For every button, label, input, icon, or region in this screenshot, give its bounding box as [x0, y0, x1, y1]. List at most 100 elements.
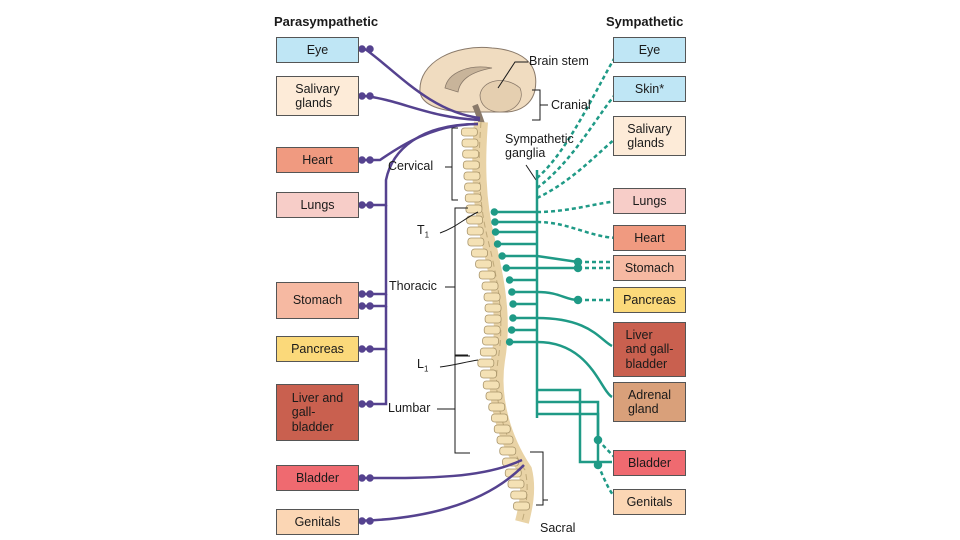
symp-postganglionic-fiber: [536, 134, 621, 200]
symp-fiber: [537, 400, 600, 440]
thoracic-label: Thoracic: [389, 279, 437, 293]
symp-fiber: [537, 412, 600, 465]
vertebra: [482, 380, 500, 390]
t1-subscript: 1: [424, 230, 430, 240]
cranial-label: Cranial: [551, 98, 591, 112]
symp-postganglionic-fiber: [536, 199, 621, 214]
para-synapse-marker: [351, 45, 374, 53]
l1-letter: L: [417, 357, 424, 371]
symp-organ-bladder: Bladder: [613, 450, 686, 476]
vertebra: [466, 215, 483, 225]
para-nerve-path: [345, 122, 479, 207]
para-organ-lungs: Lungs: [276, 192, 359, 218]
vertebra: [467, 237, 485, 247]
para-synapse-marker: [351, 517, 374, 525]
symp-ganglion-node: [573, 263, 583, 273]
vertebra: [484, 314, 502, 324]
organ-label: Salivary glands: [627, 121, 672, 150]
symp-ganglion-node: [593, 435, 603, 445]
vertebra: [483, 325, 501, 335]
vertebra: [478, 270, 496, 280]
symp-organ-adrenal-gland: Adrenal gland: [613, 382, 686, 422]
para-organ-heart: Heart: [276, 147, 359, 173]
sympathetic-ganglia-label: Sympathetic ganglia: [505, 132, 574, 160]
vertebra: [465, 204, 483, 214]
sympathetic-heading: Sympathetic: [606, 14, 684, 29]
parasympathetic-heading: Parasympathetic: [274, 14, 379, 29]
vertebra: [466, 226, 484, 236]
para-organ-genitals: Genitals: [276, 509, 359, 535]
organ-label: Lungs: [300, 197, 335, 212]
vertebra: [481, 281, 499, 291]
vertebra: [485, 391, 503, 401]
organ-label: Heart: [302, 152, 333, 167]
vertebra: [483, 292, 501, 302]
brain-illustration: [419, 46, 537, 125]
symp-organ-heart: Heart: [613, 225, 686, 251]
symp-organ-stomach: Stomach: [613, 255, 686, 281]
vertebra: [479, 347, 497, 357]
para-organ-pancreas: Pancreas: [276, 336, 359, 362]
vertebra: [464, 193, 482, 203]
vertebra: [460, 127, 478, 137]
vertebra: [480, 369, 497, 379]
para-organ-salivary-glands: Salivary glands: [276, 76, 359, 116]
t1-label: T1: [417, 223, 430, 240]
vertebra: [462, 149, 480, 159]
para-organ-stomach: Stomach: [276, 282, 359, 319]
organ-label: Lungs: [632, 193, 667, 208]
symp-postganglionic-fiber: [597, 439, 621, 464]
spinal-column: [460, 121, 535, 524]
para-organ-bladder: Bladder: [276, 465, 359, 491]
symp-organ-salivary-glands: Salivary glands: [613, 116, 686, 156]
symp-postganglionic-fiber: [536, 220, 621, 240]
symp-fiber: [536, 254, 579, 264]
vertebra: [477, 358, 495, 368]
vertebra: [488, 402, 506, 412]
vertebra: [461, 138, 479, 148]
para-organ-liver-gallbladder: Liver and gall- bladder: [276, 384, 359, 441]
vertebra: [510, 490, 528, 500]
organ-label: Pancreas: [291, 341, 344, 356]
region-brackets: [437, 61, 548, 506]
vertebra: [471, 248, 488, 258]
vertebra: [507, 479, 525, 489]
vertebra: [493, 424, 511, 434]
symp-ganglion-node: [593, 460, 603, 470]
brain-stem-label: Brain stem: [529, 54, 589, 68]
organ-label: Stomach: [292, 293, 343, 308]
vertebra: [482, 336, 499, 346]
organ-label: Skin*: [634, 81, 665, 96]
l1-subscript: 1: [423, 364, 429, 374]
l1-label: L1: [417, 357, 429, 374]
para-organ-eye: Eye: [276, 37, 359, 63]
sacral-label: Sacral: [540, 521, 576, 535]
organ-label: Genitals: [626, 494, 673, 509]
symp-organ-pancreas: Pancreas: [613, 287, 686, 313]
vertebra: [462, 160, 480, 170]
organ-label: Heart: [634, 230, 665, 245]
para-nerve-path: [364, 47, 481, 120]
organ-label: Stomach: [624, 260, 675, 275]
symp-fiber: [536, 290, 579, 302]
vertebra: [513, 501, 530, 511]
vertebra: [496, 435, 514, 445]
symp-organ-lungs: Lungs: [613, 188, 686, 214]
para-nerve-path: [345, 205, 388, 296]
organ-label: Liver and gall- bladder: [625, 327, 674, 371]
symp-fiber: [536, 340, 613, 399]
vertebra: [464, 182, 482, 192]
lumbar-label: Lumbar: [388, 401, 431, 415]
organ-label: Salivary glands: [295, 81, 340, 110]
vertebra: [475, 259, 493, 269]
symp-organ-eye: Eye: [613, 37, 686, 63]
para-nerve-path: [364, 94, 481, 122]
vertebra: [499, 446, 517, 456]
t1-letter: T: [417, 223, 425, 237]
symp-organ-liver-gallbladder: Liver and gall- bladder: [613, 322, 686, 377]
organ-label: Eye: [306, 42, 329, 57]
para-nerve-path: [344, 464, 525, 523]
organ-label: Liver and gall- bladder: [291, 390, 344, 434]
symp-postganglionic-fiber: [536, 48, 622, 179]
